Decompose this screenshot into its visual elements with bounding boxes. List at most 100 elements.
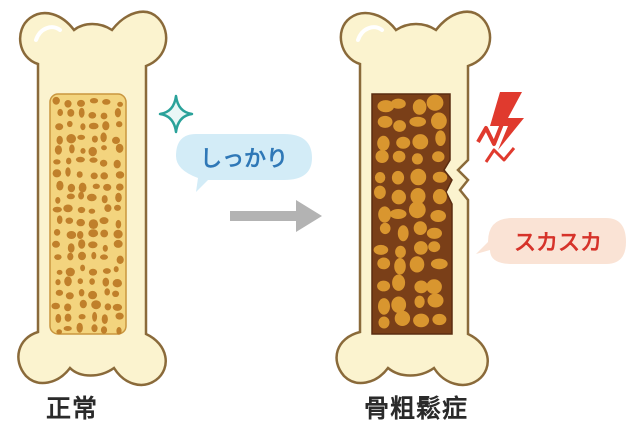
pore — [104, 204, 111, 212]
pore — [392, 171, 404, 185]
pore — [80, 300, 87, 309]
pore — [66, 158, 71, 165]
pore — [432, 314, 446, 325]
pore — [380, 223, 391, 234]
pore — [377, 258, 390, 270]
pore — [79, 108, 85, 118]
porous-bubble: スカスカ — [476, 218, 626, 264]
pore — [68, 243, 75, 253]
pore — [91, 252, 96, 259]
normal-caption: 正常 — [46, 396, 98, 421]
pore — [67, 121, 73, 127]
pore — [391, 297, 406, 314]
pore — [112, 291, 119, 297]
porous-label: スカスカ — [514, 231, 602, 256]
pore — [431, 113, 447, 130]
pore — [116, 313, 124, 320]
pore — [100, 230, 108, 238]
pore — [89, 219, 98, 229]
sparkle-icon — [160, 96, 192, 132]
pore — [117, 102, 123, 107]
pore — [410, 256, 425, 272]
pore — [428, 241, 440, 252]
pore — [63, 205, 72, 213]
pore — [391, 99, 406, 109]
normal-marrow — [50, 94, 126, 334]
pore — [395, 246, 406, 258]
pore — [113, 304, 122, 311]
pore — [53, 169, 62, 177]
pore — [105, 303, 112, 310]
pore — [114, 240, 123, 248]
crack-zigzag-icon — [478, 92, 524, 162]
pore — [68, 184, 75, 193]
pore — [428, 294, 444, 308]
pore — [390, 209, 407, 219]
pore — [79, 289, 85, 296]
pore — [114, 205, 121, 211]
pore — [427, 95, 444, 111]
pore — [115, 193, 122, 203]
pore — [377, 136, 389, 151]
pore — [67, 231, 77, 239]
pore — [100, 217, 109, 224]
pore — [100, 172, 108, 179]
pore — [116, 220, 122, 229]
pore — [409, 117, 426, 127]
pore — [415, 296, 425, 308]
pore — [67, 253, 73, 261]
pore — [78, 207, 85, 213]
pore — [433, 189, 447, 204]
pore — [114, 230, 123, 239]
pore — [88, 229, 98, 237]
pore — [398, 225, 409, 241]
pore — [69, 144, 75, 153]
pore — [54, 229, 60, 236]
pore — [101, 326, 107, 333]
normal-bone — [18, 12, 166, 385]
pore — [53, 97, 60, 105]
pore — [67, 109, 74, 117]
pore — [89, 209, 96, 214]
pore — [116, 184, 124, 191]
pore — [90, 98, 98, 103]
pore — [54, 254, 61, 260]
pore — [79, 314, 86, 319]
pore — [103, 245, 108, 252]
pore — [393, 151, 406, 163]
pore — [100, 254, 108, 259]
pore — [55, 123, 63, 130]
pore — [117, 256, 124, 264]
pore — [88, 241, 97, 248]
pore — [66, 134, 76, 143]
pore — [78, 252, 86, 260]
pore — [102, 195, 108, 203]
pore — [77, 323, 83, 333]
pore — [89, 269, 97, 276]
pore — [100, 132, 106, 142]
pore — [52, 241, 60, 248]
pore — [414, 281, 428, 294]
pore — [104, 288, 110, 295]
pore — [412, 153, 423, 164]
pore — [89, 278, 95, 285]
pore — [378, 206, 391, 222]
pore — [435, 130, 445, 146]
pore — [414, 221, 427, 235]
pore — [92, 136, 98, 143]
pore — [394, 258, 406, 275]
pore — [55, 145, 62, 154]
pore — [89, 157, 97, 162]
pore — [413, 314, 429, 328]
osteoporosis-caption: 骨粗鬆症 — [364, 396, 468, 421]
pore — [392, 190, 406, 205]
pore — [78, 278, 83, 284]
pore — [78, 192, 84, 200]
pore — [114, 160, 121, 169]
pore — [57, 215, 63, 224]
pore — [80, 148, 85, 154]
pore — [87, 194, 97, 202]
pore — [412, 134, 428, 149]
pore — [65, 167, 70, 176]
